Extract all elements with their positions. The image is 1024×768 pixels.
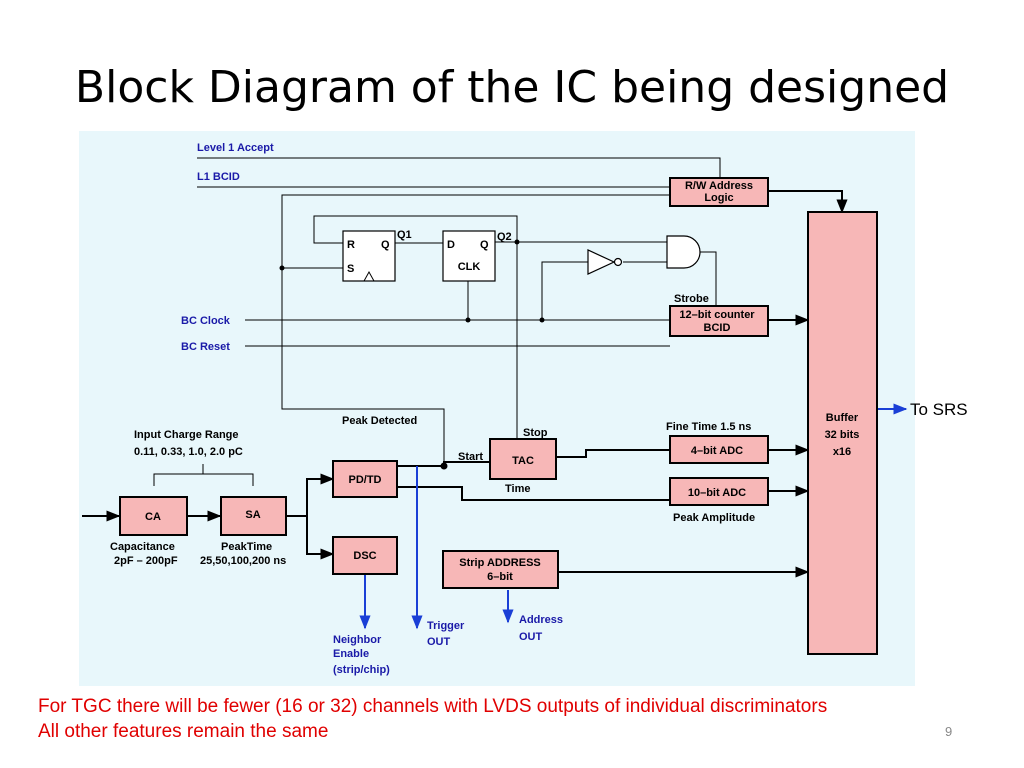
q2-label: Q2	[497, 231, 512, 243]
strip-address-block	[442, 550, 559, 589]
dsc-label: DSC	[353, 550, 376, 562]
sr-latch-clock-symbol	[363, 270, 375, 282]
level1-accept-label: Level 1 Accept	[197, 142, 274, 154]
dsc-block	[332, 536, 398, 575]
rw-address-logic-label: Logic	[704, 192, 733, 204]
l1-bcid-label: L1 BCID	[197, 171, 240, 183]
d-flipflop-q-label: Q	[480, 239, 489, 251]
ca-block	[119, 496, 188, 536]
junction-dot	[539, 317, 545, 323]
peaktime-label: PeakTime	[221, 541, 272, 553]
sa-block	[220, 496, 287, 536]
bc-clock-label: BC Clock	[181, 315, 231, 327]
sr-latch-r-label: R	[347, 239, 355, 251]
strobe-label: Strobe	[674, 293, 709, 305]
tac-to-adc4-wire	[556, 449, 670, 458]
sr-latch-q-label: Q	[381, 239, 390, 251]
footnote-line: For TGC there will be fewer (16 or 32) c…	[38, 696, 828, 717]
address-out-label: OUT	[519, 631, 543, 643]
peak-detected-label: Peak Detected	[342, 415, 417, 427]
inverter-bubble	[613, 257, 623, 267]
ca-label: CA	[145, 511, 161, 523]
slide-number: 9	[945, 724, 953, 739]
buffer-label: Buffer	[826, 412, 859, 424]
sr-latch-s-label: S	[347, 263, 354, 275]
q2-feedback-wire	[313, 215, 518, 244]
peak-amplitude-label: Peak Amplitude	[673, 512, 755, 524]
peak-detected-loop-wire	[281, 194, 670, 466]
junction-dot	[279, 265, 285, 271]
adc10-label: 10–bit ADC	[688, 487, 746, 499]
rw-to-buffer-wire	[768, 190, 848, 214]
bcid-counter-block	[669, 305, 769, 337]
bcid-counter-label: 12–bit counter	[679, 309, 755, 321]
inverter-input-wire	[541, 261, 588, 320]
q1-label: Q1	[397, 229, 412, 241]
stop-label: Stop	[523, 427, 548, 439]
level1-accept-wire	[197, 157, 721, 178]
capacitance-range-label: 2pF – 200pF	[114, 555, 178, 567]
sa-label: SA	[245, 509, 260, 521]
d-flipflop-clk-label: CLK	[458, 261, 481, 273]
tac-label: TAC	[512, 455, 534, 467]
junction-dot	[440, 462, 448, 470]
trigger-out-label: OUT	[427, 636, 451, 648]
strip-address-label: 6–bit	[487, 571, 513, 583]
d-flipflop-d-label: D	[447, 239, 455, 251]
capacitance-label: Capacitance	[110, 541, 175, 553]
amplitude-wire	[397, 486, 670, 501]
rw-address-logic-label: R/W Address	[685, 180, 753, 192]
start-label: Start	[458, 451, 483, 463]
diagram-background	[79, 131, 915, 686]
bcid-counter-label: BCID	[704, 322, 731, 334]
inverter-gate	[587, 249, 616, 275]
and-gate	[666, 235, 701, 269]
d-flipflop-block	[442, 230, 496, 282]
neighbor-enable-label: Enable	[333, 648, 369, 660]
strip-address-label: Strip ADDRESS	[459, 557, 541, 569]
charge-values-label: 0.11, 0.33, 1.0, 2.0 pC	[134, 446, 243, 458]
strobe-wire	[700, 251, 717, 305]
neighbor-enable-label: (strip/chip)	[333, 664, 390, 676]
fine-time-label: Fine Time 1.5 ns	[666, 421, 751, 433]
peaktime-values-label: 25,50,100,200 ns	[200, 555, 286, 567]
sa-to-pdtd-wire	[286, 473, 335, 517]
buffer-label: 32 bits	[825, 429, 860, 441]
footnote: For TGC there will be fewer (16 or 32) c…	[38, 694, 827, 744]
buffer-block	[807, 211, 878, 655]
time-label: Time	[505, 483, 530, 495]
junction-dot	[514, 239, 520, 245]
adc4-label: 4–bit ADC	[691, 445, 743, 457]
wires	[82, 157, 908, 630]
adc4-block	[669, 435, 769, 464]
junction-dot	[465, 317, 471, 323]
rw-address-logic-block	[669, 177, 769, 207]
neighbor-enable-label: Neighbor	[333, 634, 382, 646]
trigger-out-label: Trigger	[427, 620, 465, 632]
to-srs-label: To SRS	[910, 400, 968, 419]
pdtd-label: PD/TD	[349, 474, 382, 486]
adc10-block	[669, 477, 769, 506]
input-charge-range-label: Input Charge Range	[134, 429, 239, 441]
slide-title: Block Diagram of the IC being designed	[74, 62, 950, 113]
address-out-label: Address	[519, 614, 563, 626]
bc-reset-label: BC Reset	[181, 341, 230, 353]
tac-block	[489, 438, 557, 480]
pdtd-block	[332, 460, 398, 498]
sa-to-dsc-wire	[306, 516, 335, 560]
footnote-line: All other features remain the same	[38, 721, 329, 742]
buffer-label: x16	[833, 446, 851, 458]
